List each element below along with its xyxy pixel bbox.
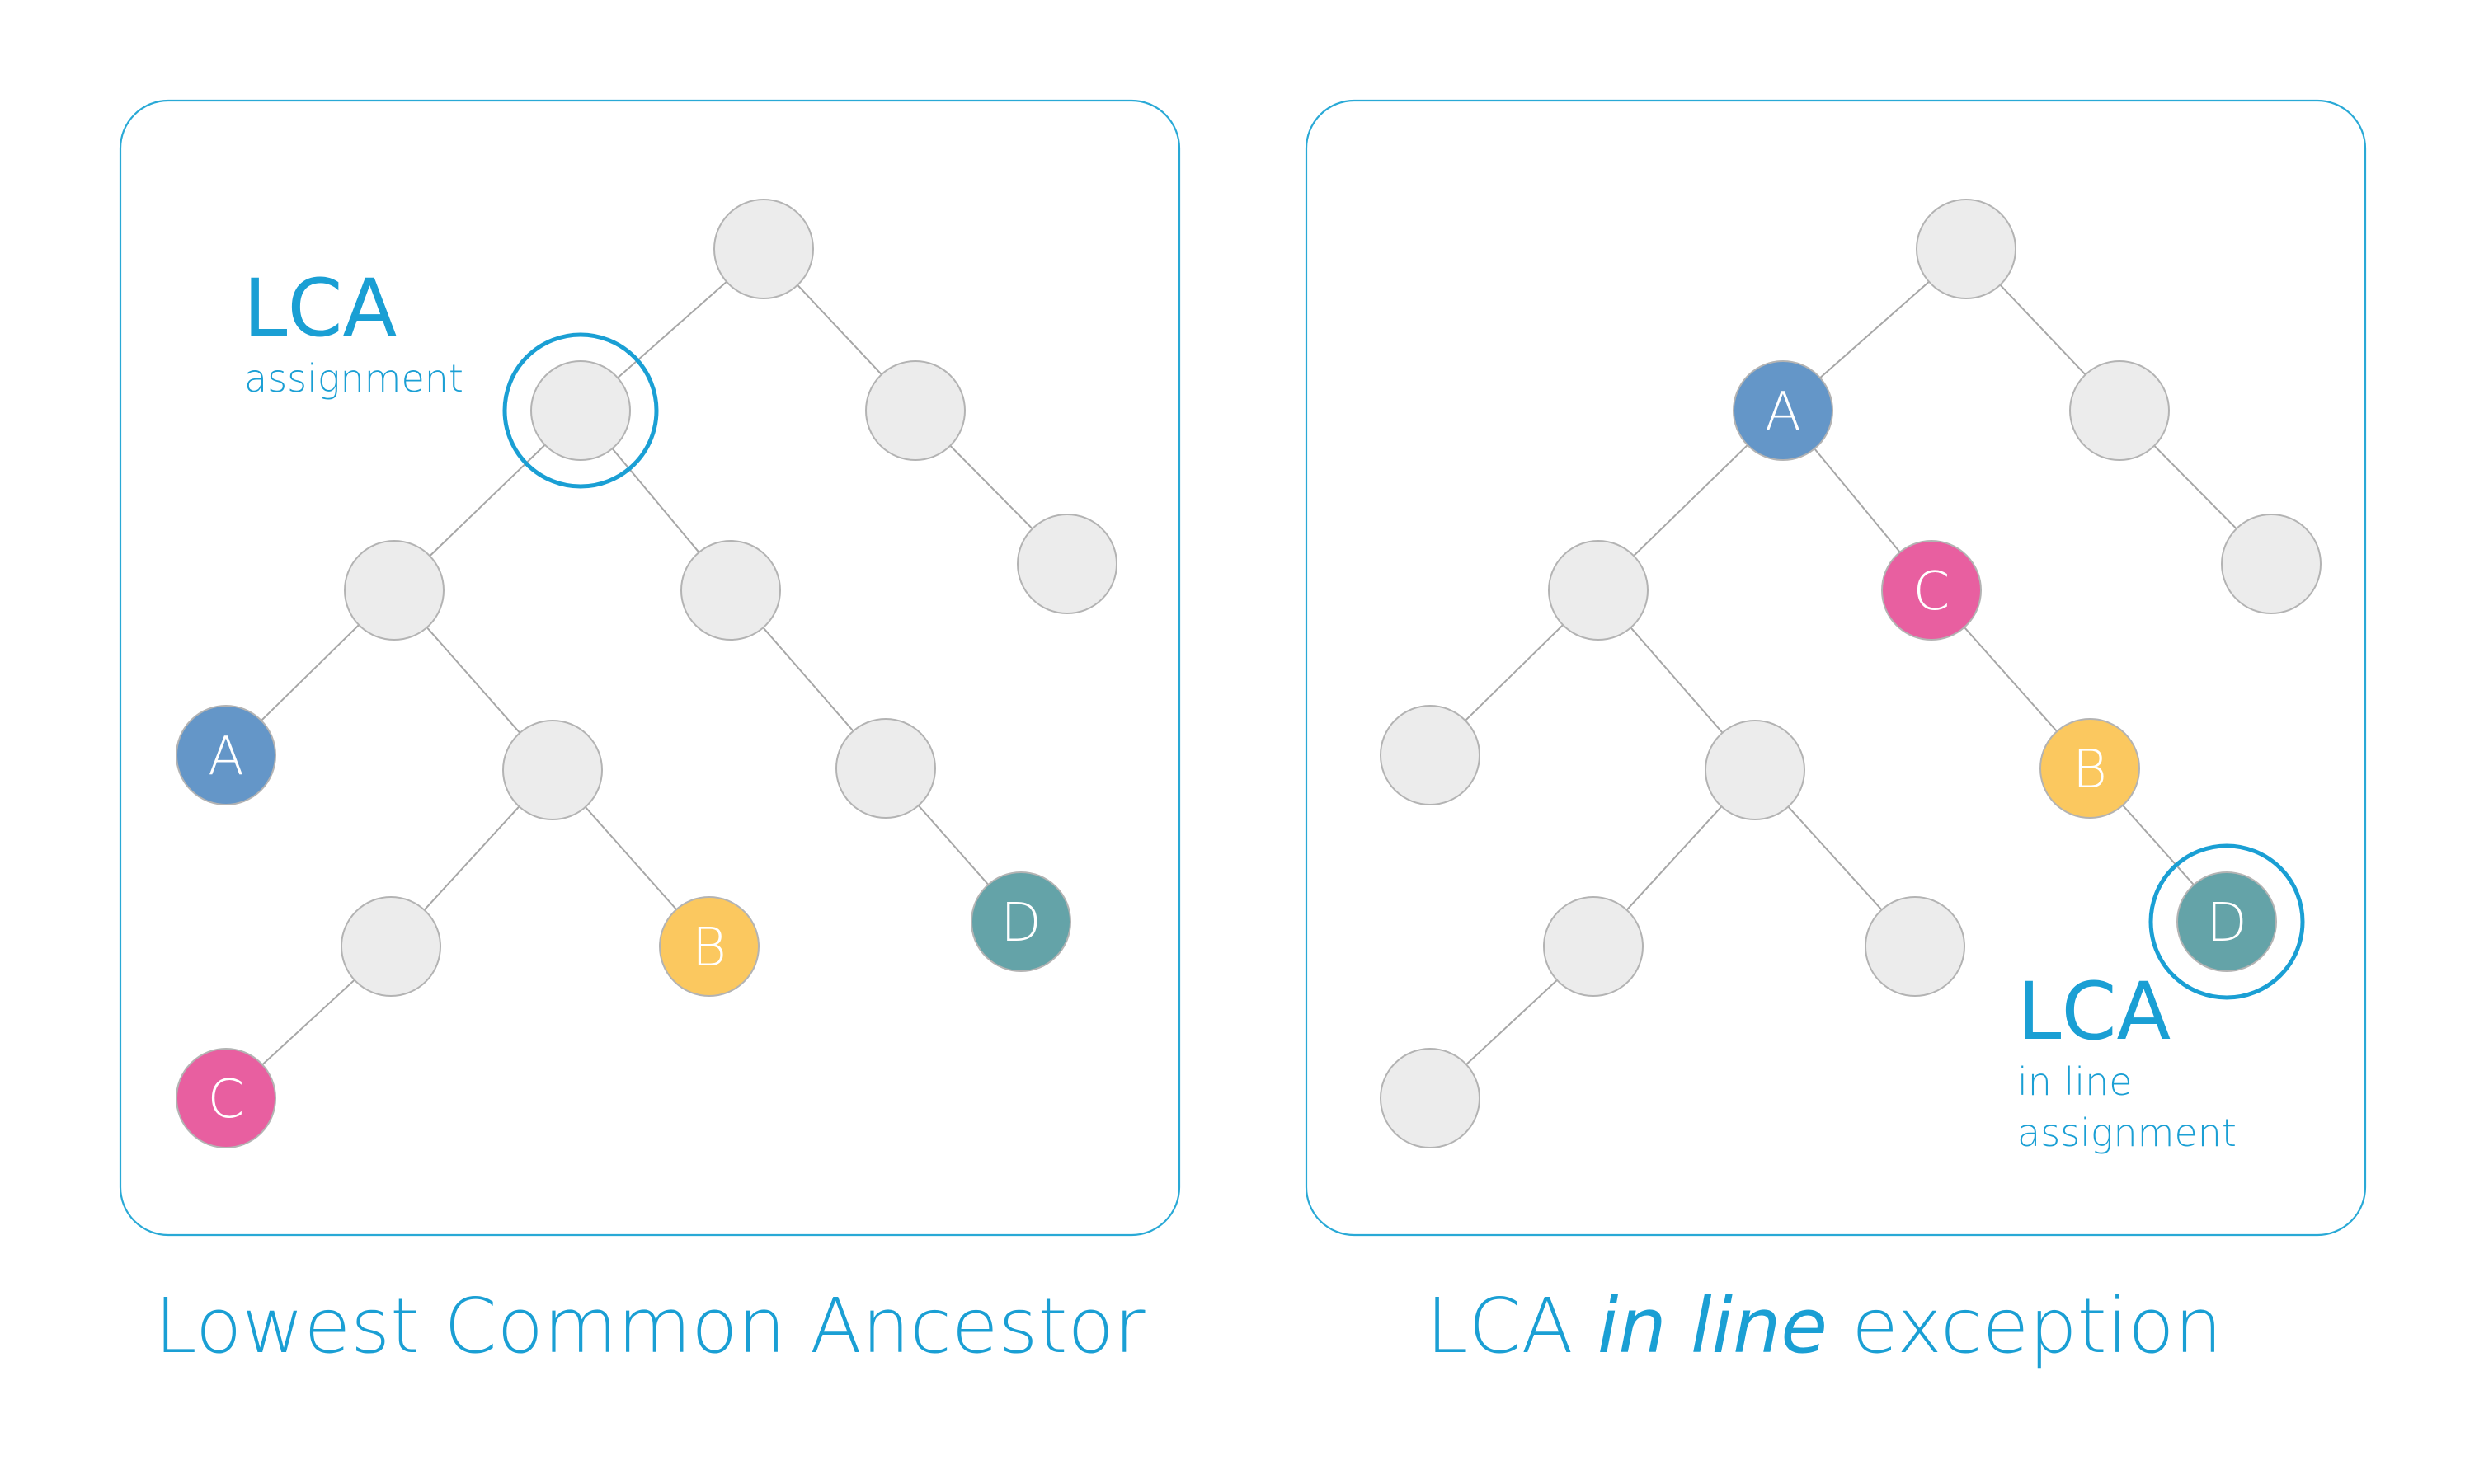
tree-node-c: C: [176, 1048, 276, 1148]
tree-node-a: A: [1733, 360, 1833, 461]
node-circle: [1548, 540, 1649, 641]
tree-node-b: B: [659, 896, 760, 997]
node-circle: [865, 360, 966, 461]
node-circle: [1916, 199, 2016, 299]
tree-node: [344, 540, 445, 641]
panel-right-frame: [1305, 99, 2367, 1237]
caption-right-part-1: LCA: [1426, 1282, 1597, 1370]
node-label: C: [208, 1069, 245, 1130]
callout-right-title: LCA: [2017, 965, 2171, 1058]
callout-left-title: LCA: [243, 262, 397, 355]
node-circle: [713, 199, 814, 299]
node-circle: [2176, 871, 2277, 972]
node-circle: [176, 705, 276, 805]
tree-node: [835, 718, 936, 819]
tree-right-nodes: A C B D: [1380, 199, 2322, 1148]
node-circle: [2069, 360, 2170, 461]
node-circle: [2221, 514, 2322, 614]
tree-node-c: C: [1881, 540, 1982, 641]
tree-node: [1380, 1048, 1480, 1148]
tree-node-d: D: [971, 871, 1071, 972]
node-circle: [1017, 514, 1117, 614]
tree-left-nodes: A B C D: [176, 199, 1117, 1148]
node-circle: [971, 871, 1071, 972]
caption-right-part-3: exception: [1828, 1282, 2223, 1370]
tree-node: [2221, 514, 2322, 614]
node-circle: [1380, 705, 1480, 805]
node-circle: [344, 540, 445, 641]
node-circle: [1865, 896, 1965, 997]
tree-node: [2069, 360, 2170, 461]
caption-right-part-2: in line: [1597, 1282, 1828, 1370]
tree-node: [1380, 705, 1480, 805]
node-circle: [530, 360, 631, 461]
node-circle: [1705, 720, 1805, 820]
callout-right-line-2: assignment: [2017, 1111, 2237, 1155]
lca-highlight-ring-left: [502, 332, 659, 489]
panel-right: A C B D LCA in line assignment LCA in line …: [1305, 99, 2367, 1370]
node-label: D: [1000, 893, 1041, 954]
tree-node: [1916, 199, 2016, 299]
node-circle: [1380, 1048, 1480, 1148]
tree-node: [341, 896, 441, 997]
node-circle: [1543, 896, 1644, 997]
node-label: D: [2206, 893, 2246, 954]
tree-node: [713, 199, 814, 299]
node-label: A: [208, 726, 244, 787]
node-label: C: [1913, 561, 1950, 622]
node-circle: [341, 896, 441, 997]
node-label: B: [692, 918, 727, 979]
tree-node-b: B: [2039, 718, 2140, 819]
tree-node-d: D: [2176, 871, 2277, 972]
tree-node: [865, 360, 966, 461]
caption-right: LCA in line exception: [1426, 1282, 2223, 1370]
node-circle: [659, 896, 760, 997]
node-circle: [176, 1048, 276, 1148]
panel-left: A B C D LCA assignment Lowest Common Ancest…: [119, 99, 1181, 1370]
node-circle: [680, 540, 781, 641]
callout-left-line-1: assignment: [244, 356, 463, 401]
node-circle: [502, 720, 603, 820]
tree-node: [1548, 540, 1649, 641]
node-circle: [2039, 718, 2140, 819]
node-circle: [835, 718, 936, 819]
tree-node-a: A: [176, 705, 276, 805]
tree-node: [1705, 720, 1805, 820]
tree-node: [680, 540, 781, 641]
node-label: A: [1765, 382, 1801, 443]
tree-node: [1017, 514, 1117, 614]
node-circle: [1733, 360, 1833, 461]
callout-right-line-1: in line: [2017, 1059, 2133, 1104]
tree-node: [1865, 896, 1965, 997]
panel-left-frame: [119, 99, 1181, 1237]
tree-node: [530, 360, 631, 461]
tree-node: [502, 720, 603, 820]
node-label: B: [2072, 740, 2107, 801]
caption-left: Lowest Common Ancestor: [154, 1282, 1145, 1370]
node-circle: [1881, 540, 1982, 641]
lca-highlight-ring-right: [2148, 843, 2305, 1000]
tree-node: [1543, 896, 1644, 997]
